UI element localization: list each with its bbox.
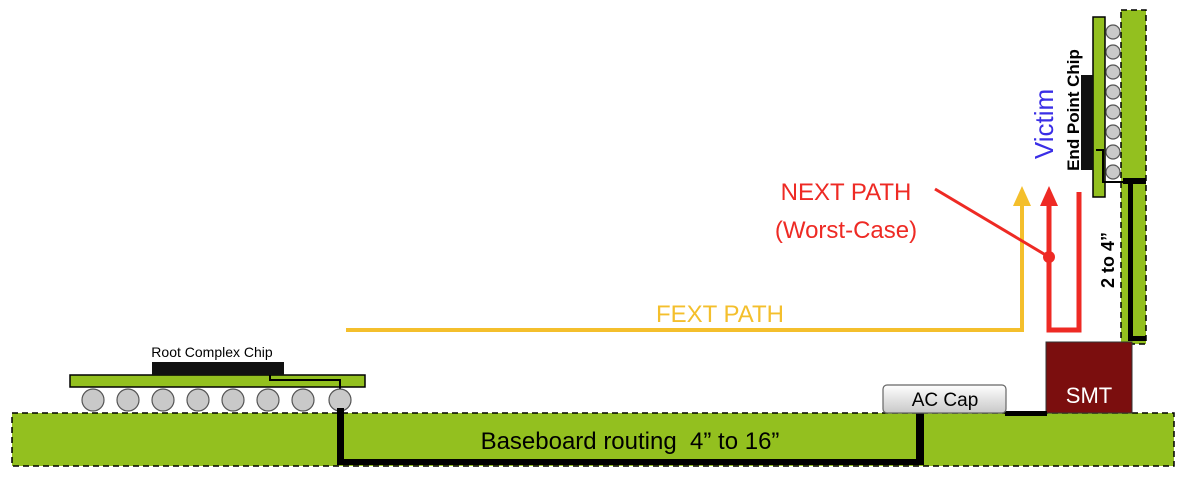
endpoint-ball xyxy=(1105,104,1121,120)
cap-to-connector-trace xyxy=(1005,411,1047,416)
endpoint-ball xyxy=(1105,64,1121,80)
riser-card xyxy=(1120,9,1147,345)
riser-via xyxy=(1123,178,1146,184)
smt-connector xyxy=(1045,341,1133,414)
endpoint-chip-label: End Point Chip xyxy=(1064,49,1083,171)
root-chip-die xyxy=(152,362,284,375)
fext-arrowhead xyxy=(1013,186,1031,206)
root-solder-balls xyxy=(81,388,352,412)
endpoint-ball xyxy=(1105,164,1121,180)
riser-trace-vertical xyxy=(1128,180,1133,340)
fext-label: FEXT PATH xyxy=(656,301,784,328)
next-callout-line xyxy=(934,187,1050,259)
endpoint-ball xyxy=(1105,124,1121,140)
endpoint-ball xyxy=(1105,44,1121,60)
root-ball xyxy=(186,388,210,412)
next-label-line1: NEXT PATH xyxy=(781,179,912,206)
root-ball xyxy=(328,388,352,412)
riser-length-label: 2 to 4” xyxy=(1098,232,1118,288)
root-chip-label: Root Complex Chip xyxy=(151,344,273,360)
riser-trace-bottom xyxy=(1128,336,1146,341)
baseboard-trace xyxy=(337,459,924,465)
next-callout-dot xyxy=(1043,251,1055,263)
root-ball xyxy=(151,388,175,412)
smt-label: SMT xyxy=(1066,383,1112,408)
next-path xyxy=(1046,192,1082,333)
next-arrowhead xyxy=(1040,186,1058,206)
root-ball xyxy=(221,388,245,412)
next-label-line2: (Worst-Case) xyxy=(775,217,917,244)
endpoint-ball xyxy=(1105,84,1121,100)
root-ball xyxy=(291,388,315,412)
endpoint-solder-balls xyxy=(1105,24,1121,180)
fext-path xyxy=(346,204,1024,332)
ac-cap-label: AC Cap xyxy=(912,390,979,411)
via-left xyxy=(337,408,344,465)
endpoint-ball xyxy=(1105,24,1121,40)
victim-label: Victim xyxy=(1029,89,1059,159)
baseboard-label: Baseboard routing 4” to 16” xyxy=(481,428,780,455)
endpoint-ball xyxy=(1105,144,1121,160)
endpoint-chip-die xyxy=(1081,75,1093,170)
ac-cap xyxy=(882,384,1007,414)
root-ball xyxy=(116,388,140,412)
root-ball xyxy=(256,388,280,412)
baseboard xyxy=(11,412,1175,467)
via-right xyxy=(916,410,924,465)
root-ball xyxy=(81,388,105,412)
